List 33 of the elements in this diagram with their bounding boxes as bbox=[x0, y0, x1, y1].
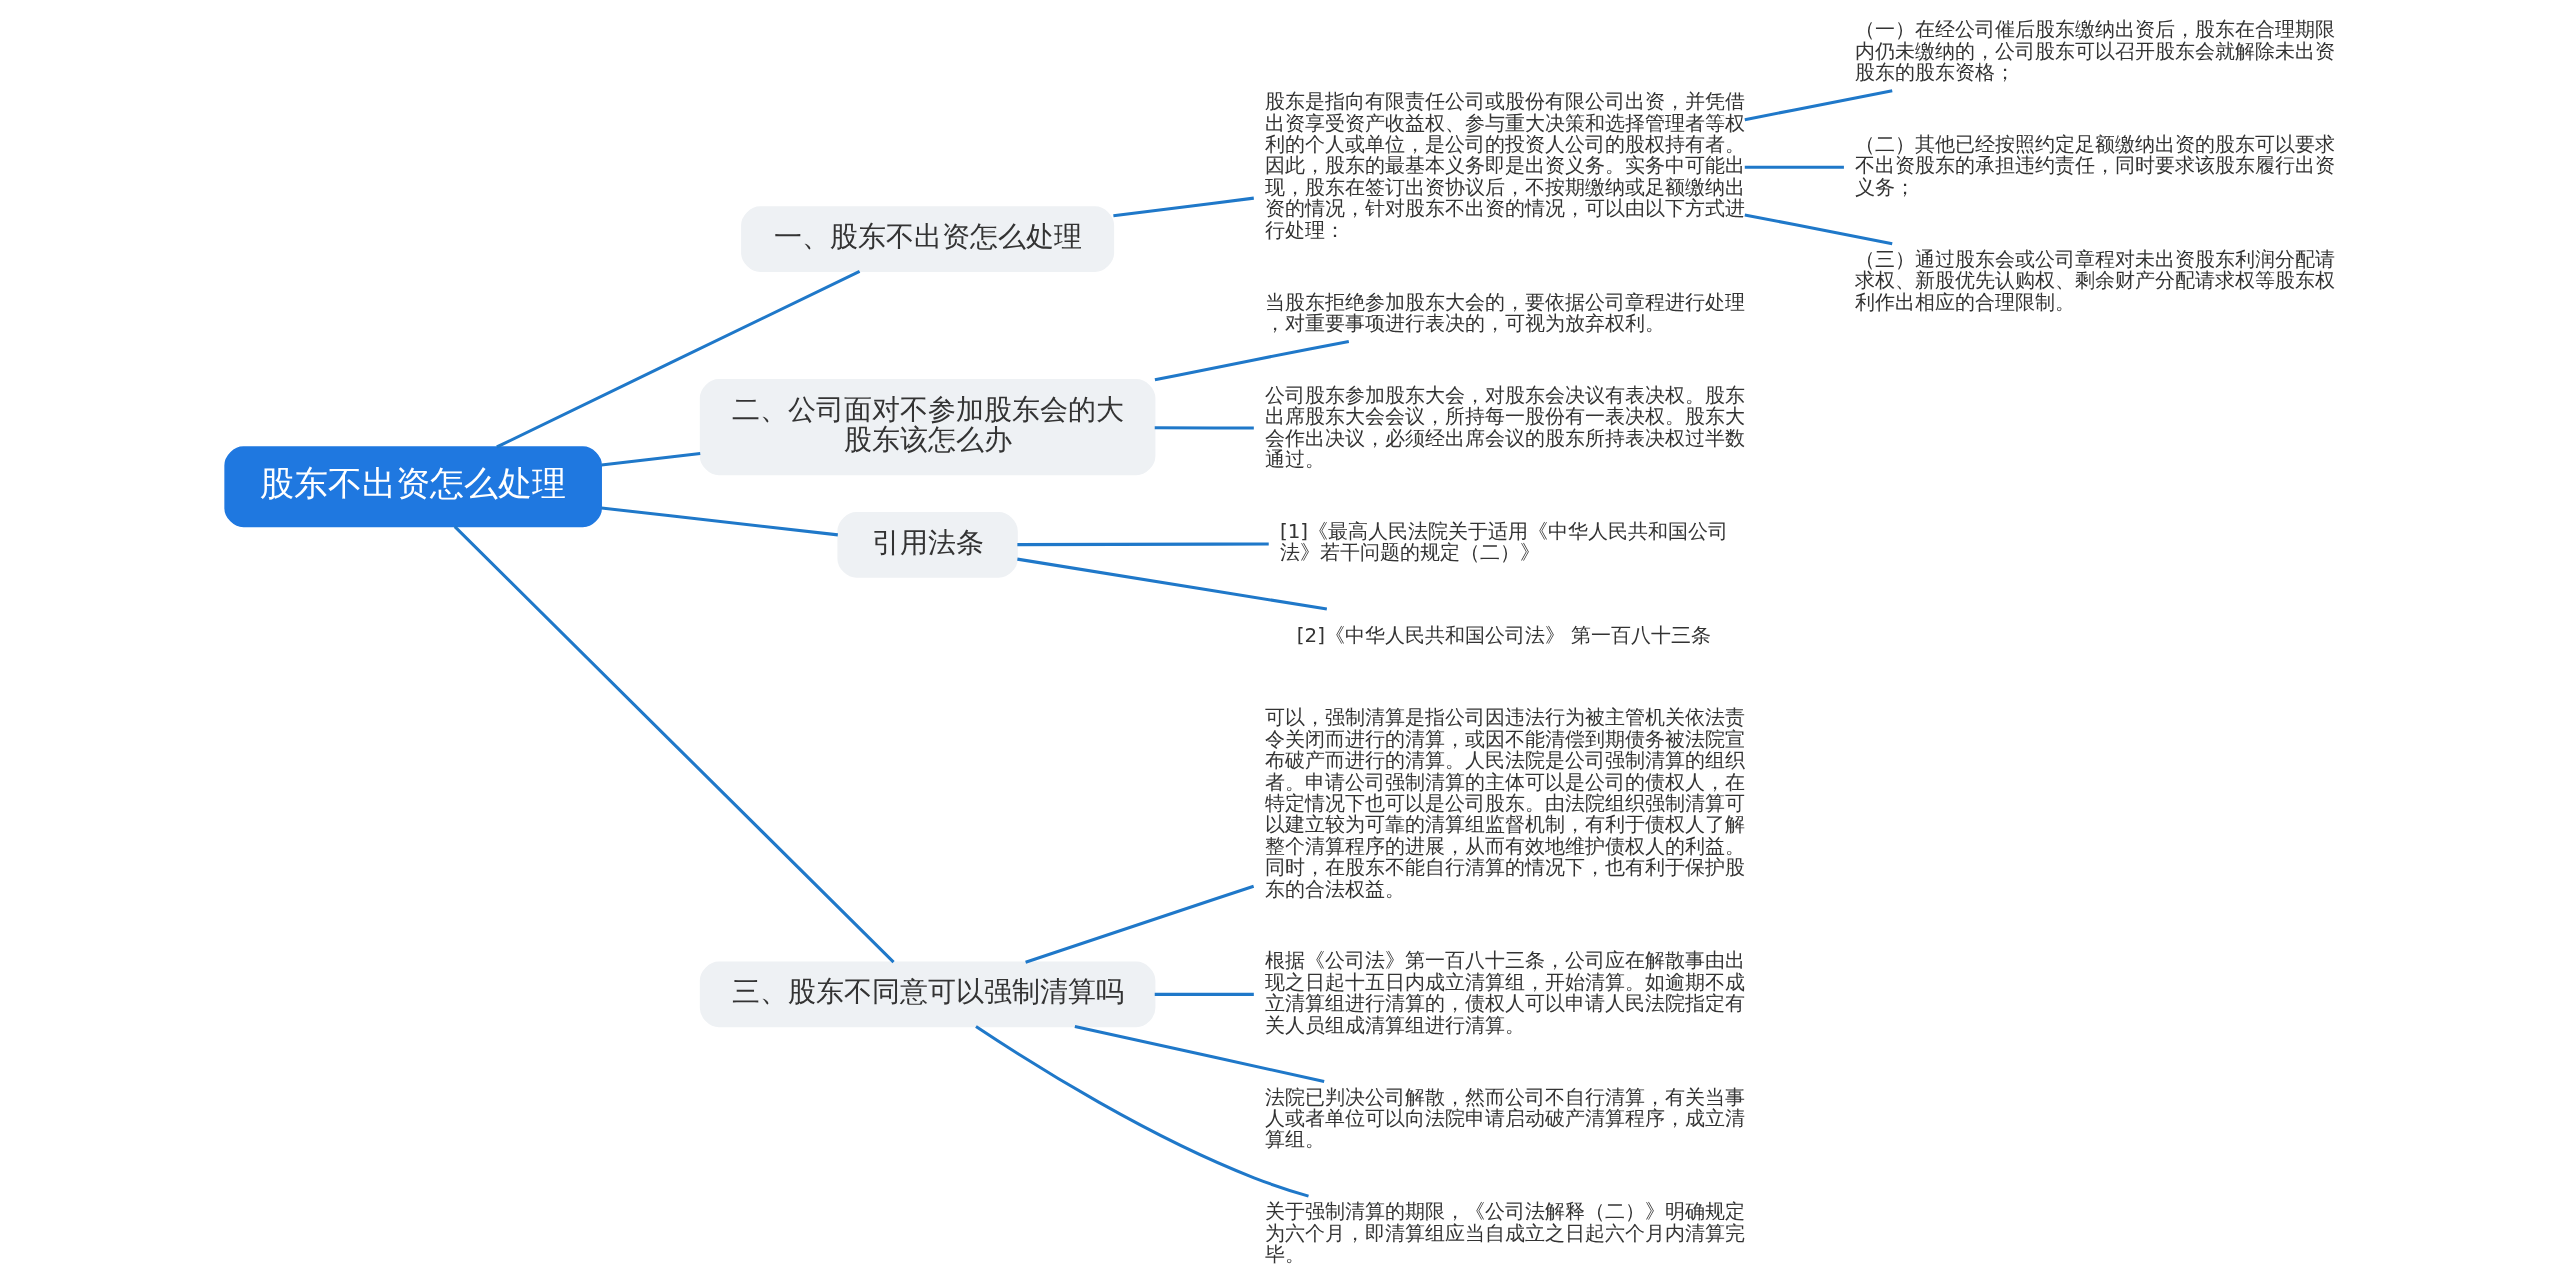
node-box: 股东不出资怎么处理 bbox=[224, 446, 602, 528]
node-text: （三）通过股东会或公司章程对未出资股东利润分配请求权、新股优先认购权、剩余财产分配请求权等股东权利作出相应的合理限制。 bbox=[1854, 247, 2335, 314]
connector bbox=[1154, 426, 1254, 430]
connector bbox=[453, 525, 895, 964]
connector bbox=[1074, 1025, 1325, 1083]
connector bbox=[1017, 542, 1269, 547]
connector bbox=[1744, 165, 1844, 169]
node-text: 根据《公司法》第一百八十三条，公司应在解散事由出现之日起十五日内成立清算组，开始清算。如逾期不成立清算组进行清算的，债权人可以申请人民法院指定有关人员组成清算组进行清算。 bbox=[1264, 949, 1745, 1037]
connector bbox=[601, 506, 838, 537]
connector bbox=[1017, 557, 1328, 611]
connector bbox=[1025, 884, 1255, 964]
node-text: 关于强制清算的期限，《公司法解释（二）》明确规定为六个月，即清算组应当自成立之日起六个月内清算完毕。 bbox=[1264, 1200, 1745, 1266]
node-text: 当股东拒绝参加股东大会的，要依据公司章程进行处理，对重要事项进行表决的，可视为放弃权利。 bbox=[1264, 290, 1745, 335]
node-text: 可以，强制清算是指公司因违法行为被主管机关依法责令关闭而进行的清算，或因不能清偿到期债务被法院宣布破产而进行的清算。人民法院是公司强制清算的组织者。申请公司强制清算的主体可以是公司的债权人，在特定情况下也可以是公司股东。由法院组织强制清算可以建立较为可靠的清算组监督机制，有利于债权人了解整个清算程序的进展，从而有效地维护债权人的利益。同时，在股东不能自行清算的情况下，也有利于保护股东的合法权益。 bbox=[1264, 706, 1745, 901]
connector bbox=[1744, 89, 1893, 122]
node-box: 引用法条 bbox=[837, 512, 1018, 578]
node-text: [2]《中华人民共和国公司法》 第一百八十三条 bbox=[1296, 623, 1712, 647]
node-text: 公司股东参加股东大会，对股东会决议有表决权。股东出席股东大会会议，所持每一股份有一表决权。股东大会作出决议，必须经出席会议的股东所持表决权过半数通过。 bbox=[1264, 383, 1745, 471]
connector bbox=[1744, 213, 1893, 246]
node-text: （二）其他已经按照约定足额缴纳出资的股东可以要求不出资股东的承担违约责任，同时要求该股东履行出资义务； bbox=[1854, 133, 2335, 199]
connector bbox=[1154, 992, 1254, 996]
connector bbox=[975, 1025, 1309, 1198]
node-text: [1]《最高人民法院关于适用《中华人民共和国公司法》若干问题的规定（二）》 bbox=[1280, 519, 1729, 565]
node-text: 股东是指向有限责任公司或股份有限公司出资，并凭借出资享受资产收益权、参与重大决策和选择管理者等权利的个人或单位，是公司的投资人公司的股权持有者。因此，股东的最基本义务即是出资义务。实务中可能出现，股东在签订出资协议后，不按期缴纳或足额缴纳出资的情况，针对股东不出资的情况，可以由以下方式进行处理： bbox=[1264, 90, 1745, 242]
connector bbox=[601, 452, 701, 467]
node-text: （一）在经公司催后股东缴纳出资后，股东在合理期限内仍未缴纳的，公司股东可以召开股东会就解除未出资股东的股东资格； bbox=[1854, 18, 2335, 85]
node-text: 法院已判决公司解散，然而公司不自行清算，有关当事人或者单位可以向法院申请启动破产清算程序，成立清算组。 bbox=[1264, 1085, 1745, 1152]
connector bbox=[1113, 196, 1254, 218]
connector bbox=[496, 269, 861, 449]
connector bbox=[1154, 340, 1350, 382]
node-box: 三、股东不同意可以强制清算吗 bbox=[699, 961, 1156, 1028]
node-box: 一、股东不出资怎么处理 bbox=[741, 206, 1115, 272]
node-box: 二、公司面对不参加股东会的大股东该怎么办 bbox=[699, 379, 1156, 476]
